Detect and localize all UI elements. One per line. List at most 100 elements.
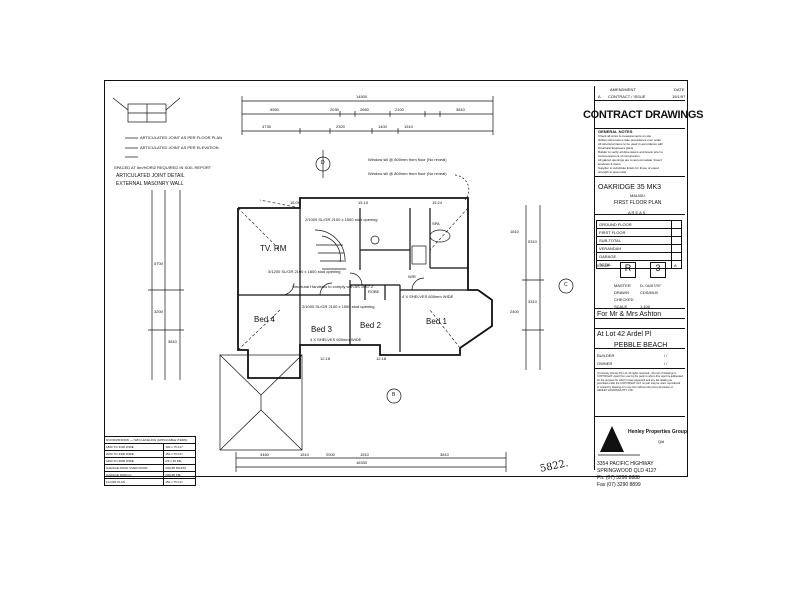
note-opening-2: 2/1000 SL/GR 2100 x 1500 stud opening xyxy=(302,304,375,309)
builder-label: BUILDER xyxy=(597,353,615,358)
dim-right-4: 1810 xyxy=(510,229,519,234)
ceiling-height-5: 12.18 xyxy=(376,356,387,361)
area-row: GARAGE xyxy=(595,252,673,261)
legend-row-2-b: 150 x 75 F17 xyxy=(163,450,196,458)
dim-right-2: 3310 xyxy=(528,299,537,304)
areas-heading: A R E A S xyxy=(628,210,646,215)
sheet-revision: A xyxy=(674,263,677,268)
dim-bottom-1: 3460 xyxy=(260,452,269,457)
drawn-value: CDS/MLB xyxy=(640,290,658,295)
note-line: Written dimensions take precedence over … xyxy=(598,138,661,142)
dim-top-3: 2660 xyxy=(360,107,369,112)
dim-bottom-2: 1510 xyxy=(300,452,309,457)
phone: Ph. (07) 3290 8888 xyxy=(597,475,640,481)
area-row: VERANDAH xyxy=(595,244,673,253)
dim-left-3: 3810 xyxy=(168,339,177,344)
room-robe: ROBE xyxy=(368,289,380,294)
dim-second-3: 1400 xyxy=(378,124,387,129)
scale-label: SCALE xyxy=(614,304,628,309)
client-name: For Mr & Mrs Ashton xyxy=(597,311,662,318)
design-sub: MALIBU xyxy=(630,193,645,198)
section-marker-b: B xyxy=(392,392,396,398)
dim-left-1: 5700 xyxy=(154,261,163,266)
builder-date: / / xyxy=(664,353,668,358)
joint-note-1: ARTICULATED JOINT AS PER FLOOR PLAN xyxy=(140,135,223,140)
dim-bottom-5: 3810 xyxy=(440,452,449,457)
dim-left-2: 3200 xyxy=(154,309,163,314)
master-value: D- 04/07/97 xyxy=(640,283,661,288)
title-block xyxy=(594,86,685,470)
ceiling-height-2: 15.15 xyxy=(358,200,369,205)
note-line: Check all sizes & measurements on site xyxy=(598,134,652,138)
suburb: PEBBLE BEACH xyxy=(614,342,668,349)
legend-row-5-b: 200x65 F8L xyxy=(163,471,196,479)
main-title: CONTRACT DRAWINGS xyxy=(583,109,704,121)
room-bed-1: Bed 1 xyxy=(426,317,447,326)
note-line: Builder to verify all dimensions and lev… xyxy=(598,150,664,154)
note-line: Structural Engineers plans xyxy=(598,146,634,150)
room-spa: SPA xyxy=(432,221,440,226)
site-address: At Lot 42 Ardel Pl xyxy=(597,331,652,338)
note-line: windows & doors xyxy=(598,162,621,166)
owner-label: OWNER xyxy=(597,361,613,366)
legend-row-6-b: 150 x 75 F17 xyxy=(163,478,196,486)
dim-top-2: 2030 xyxy=(330,107,339,112)
joint-detail-title: ARTICULATED JOINT DETAIL xyxy=(116,173,185,179)
room-wir: WIR xyxy=(408,274,416,279)
dim-second-4: 1510 xyxy=(404,124,413,129)
issue-value: R xyxy=(620,262,636,278)
legend-row-5-a: GARAGE 3600mm xyxy=(103,471,165,479)
section-marker-c: C xyxy=(564,282,568,288)
legend-row-2-a: 2000 TO 3400 WIDE xyxy=(103,450,165,458)
address-line-2: SPRINGWOOD QLD 4127 xyxy=(597,468,657,474)
ceiling-height-3: 15.24 xyxy=(432,200,443,205)
legend-row-3-a: 3400 TO 3900 WIDE xyxy=(103,457,165,465)
note-line: Supplier to substitute lintels for those… xyxy=(598,166,659,170)
legend-row-6-a: FLOOR PLAN xyxy=(103,478,165,486)
room-bed-3: Bed 3 xyxy=(311,325,332,334)
section-marker-d: D xyxy=(321,160,325,166)
area-row: GROUND FLOOR xyxy=(595,220,673,229)
area-row: SUB-TOTAL xyxy=(595,236,673,245)
overall-dim-top: 14500 xyxy=(356,94,368,99)
legend-row-1-a: 1800 TO 3100 WIDE xyxy=(103,443,165,451)
note-shelves-2: 4 X SHELVES 600mm WIDE xyxy=(402,294,454,299)
note-opening-1: 2/1000 SL/GR 2100 x 1500 stud opening xyxy=(305,217,378,222)
dim-right-1: 5310 xyxy=(528,239,537,244)
dim-bottom-4: 1510 xyxy=(360,452,369,457)
amendment-header: AMENDMENT xyxy=(610,87,636,92)
address-line-1: 3354 PACIFIC HIGHWAY xyxy=(597,461,654,467)
dim-top-1: 5950 xyxy=(270,107,279,112)
areas-table: GROUND FLOOR FIRST FLOOR SUB-TOTAL VERAN… xyxy=(595,220,682,269)
legend-row-4-b: 240x65 MGP10 xyxy=(163,464,196,472)
legend-row-1-b: 100 x 75 F17 xyxy=(163,443,196,451)
fax: Fax (07) 3290 8899 xyxy=(597,482,641,488)
checked-label: CHECKED xyxy=(614,297,634,302)
general-notes: Check all sizes & measurements on site W… xyxy=(598,134,682,174)
room-tv: TV. RM xyxy=(260,244,287,253)
joint-detail-subtitle: EXTERNAL MASONRY WALL xyxy=(116,181,184,187)
note-window-sill-2: Window sill @ 800mm from floor (No revea… xyxy=(368,171,447,176)
note-shelves-1: 4 X SHELVES 600mm WIDE xyxy=(310,337,362,342)
drawing-sheet-border xyxy=(104,80,688,477)
ceiling-height-4: 12.18 xyxy=(320,356,331,361)
joint-note-3: SPACED AT 6m/HORIZ REQUIRED IN SOIL REPO… xyxy=(114,165,212,170)
dim-top-5: 3810 xyxy=(456,107,465,112)
note-window-sill-1: Window sill @ 800mm from floor (No revea… xyxy=(368,157,447,162)
overall-dim-bottom: 16330 xyxy=(356,460,368,465)
amend-row-1-text: CONTRACT / ISSUE xyxy=(608,94,646,99)
date-header: DATE xyxy=(674,87,685,92)
legend-row-4-a: GARAGE ROAD OVER DOOR xyxy=(103,464,165,472)
company-name: Henley Properties Group xyxy=(628,429,687,435)
ceiling-height-1: 18.09 xyxy=(290,200,301,205)
dim-second-2: 2320 xyxy=(336,124,345,129)
general-notes-heading: GENERAL NOTES xyxy=(598,129,633,134)
company-state: Qld xyxy=(658,439,665,444)
area-row: FIRST FLOOR xyxy=(595,228,673,237)
joint-note-2: ARTICULATED JOINT AS PER ELEVATION xyxy=(140,145,219,150)
note-line: commencement of construction xyxy=(598,154,640,158)
note-line: All glazed openings are to accommodate '… xyxy=(598,158,663,162)
issue-label: ISSUE xyxy=(597,263,610,268)
dim-second-1: 4735 xyxy=(262,124,271,129)
